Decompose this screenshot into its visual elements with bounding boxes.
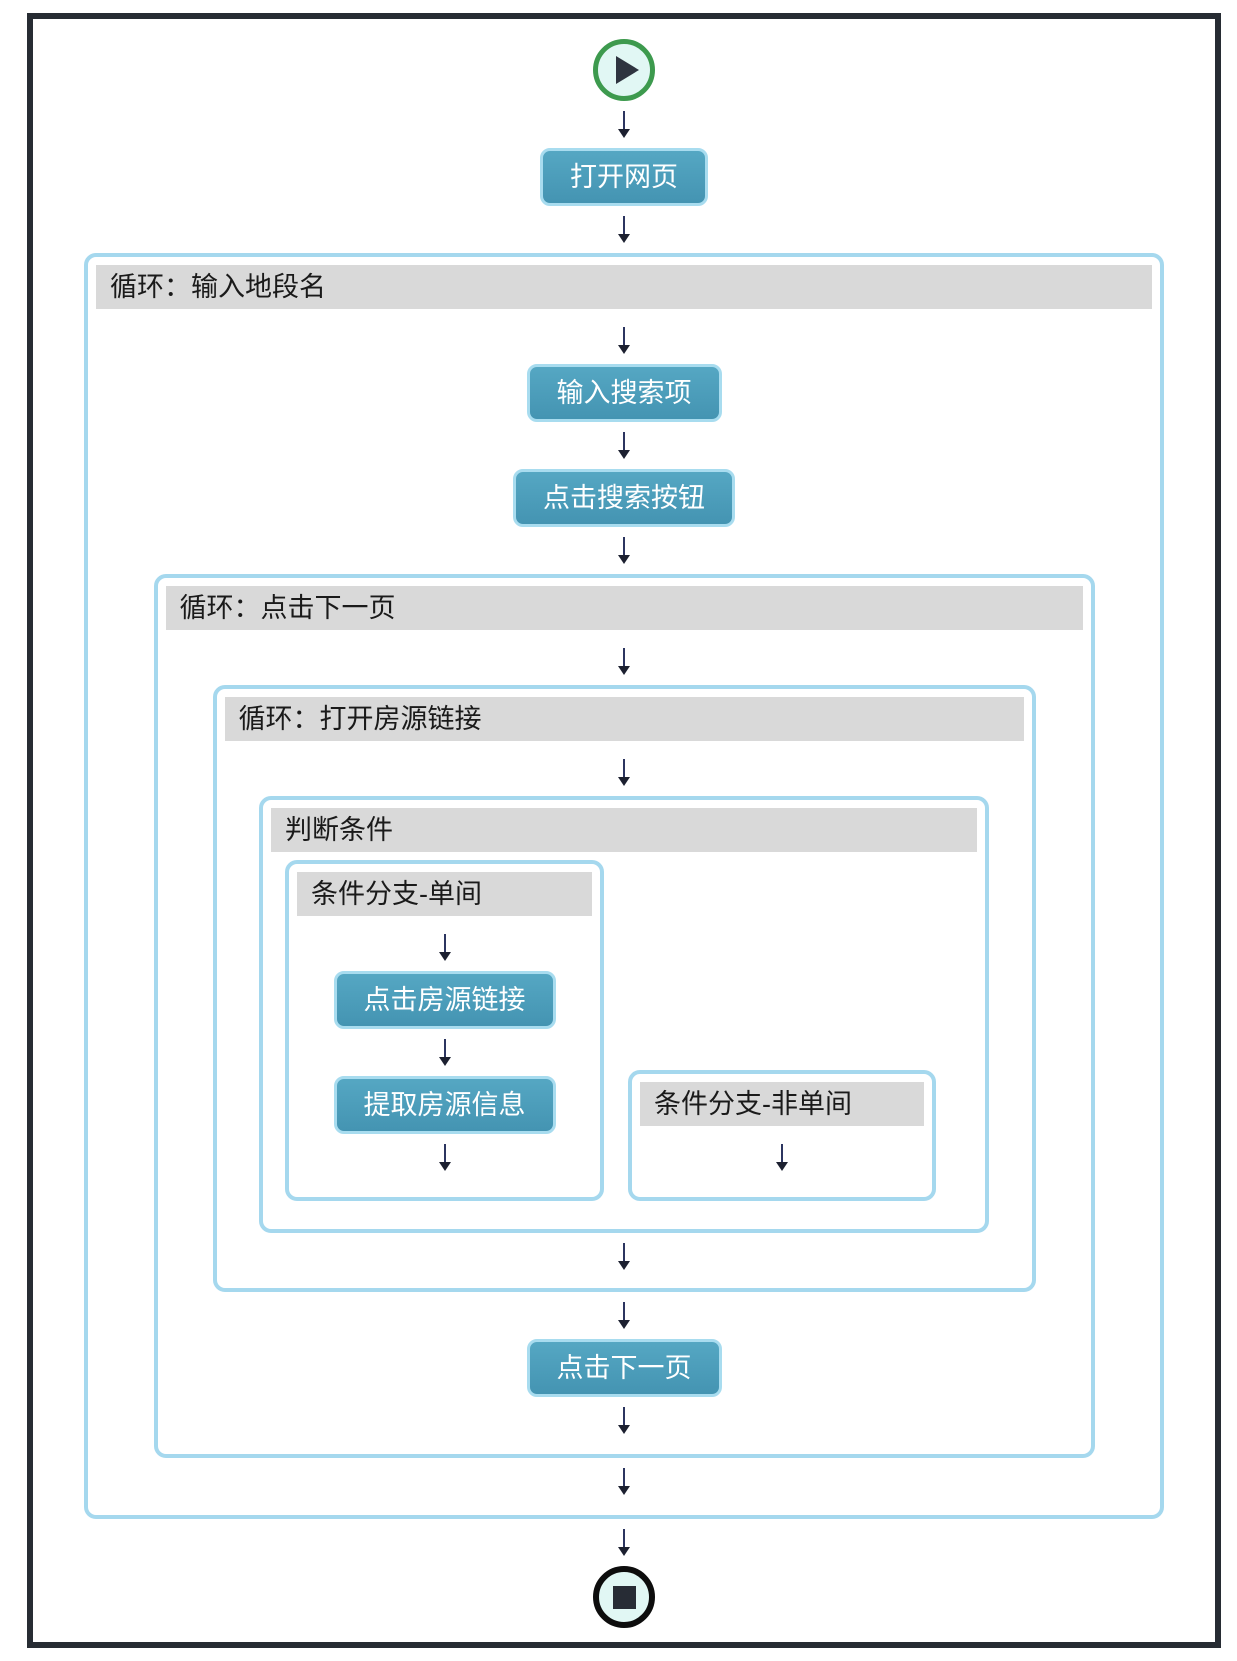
step-extract-listing-info[interactable]: 提取房源信息 <box>333 1076 556 1134</box>
step-click-listing-link[interactable]: 点击房源链接 <box>333 971 556 1029</box>
arrow-down-icon <box>618 759 630 786</box>
step-open-page[interactable]: 打开网页 <box>540 148 708 206</box>
arrow-down-icon <box>618 1243 630 1270</box>
branch-single-room-header[interactable]: 条件分支-单间 <box>297 872 592 916</box>
arrow-down-icon <box>438 1144 451 1171</box>
step-click-search-button[interactable]: 点击搜索按钮 <box>513 469 735 527</box>
arrow-down-icon <box>618 1529 630 1556</box>
arrow-down-icon <box>618 1468 630 1495</box>
loop-open-listing-links-header[interactable]: 循环：打开房源链接 <box>224 697 1024 741</box>
loop-click-next-page: 循环：点击下一页 循环：打开房源链接 判断条件 条件分支-单间 点击房源链接 <box>153 574 1095 1458</box>
condition-container: 判断条件 条件分支-单间 点击房源链接 提取房源信息 <box>259 796 989 1233</box>
arrow-down-icon <box>618 1407 630 1434</box>
arrow-down-icon <box>618 327 630 354</box>
arrow-down-icon <box>618 537 630 564</box>
start-node[interactable] <box>593 39 655 101</box>
loop-input-district: 循环：输入地段名 输入搜索项 点击搜索按钮 循环：点击下一页 循环：打开房源链接… <box>84 253 1164 1519</box>
branch-not-single-room-header[interactable]: 条件分支-非单间 <box>640 1082 924 1126</box>
arrow-down-icon <box>618 648 630 675</box>
condition-branches: 条件分支-单间 点击房源链接 提取房源信息 条件分支-非单间 <box>263 860 985 1229</box>
branch-not-single-room: 条件分支-非单间 <box>628 1070 936 1201</box>
loop-input-district-header[interactable]: 循环：输入地段名 <box>96 265 1152 309</box>
arrow-down-icon <box>618 111 630 138</box>
branch-single-room: 条件分支-单间 点击房源链接 提取房源信息 <box>285 860 604 1201</box>
end-node[interactable] <box>593 1566 655 1628</box>
step-input-search[interactable]: 输入搜索项 <box>526 364 722 422</box>
arrow-down-icon <box>618 1302 630 1329</box>
diagram-frame: 打开网页 循环：输入地段名 输入搜索项 点击搜索按钮 循环：点击下一页 循环：打… <box>27 13 1221 1648</box>
loop-click-next-page-header[interactable]: 循环：点击下一页 <box>165 586 1083 630</box>
condition-header[interactable]: 判断条件 <box>271 808 977 852</box>
stop-icon <box>612 1585 636 1609</box>
loop-open-listing-links: 循环：打开房源链接 判断条件 条件分支-单间 点击房源链接 提取房源信息 <box>212 685 1036 1292</box>
arrow-down-icon <box>618 216 630 243</box>
step-click-next-page[interactable]: 点击下一页 <box>526 1339 722 1397</box>
arrow-down-icon <box>438 1039 451 1066</box>
arrow-down-icon <box>438 934 451 961</box>
workflow-flow: 打开网页 循环：输入地段名 输入搜索项 点击搜索按钮 循环：点击下一页 循环：打… <box>33 19 1215 1642</box>
arrow-down-icon <box>776 1144 788 1171</box>
arrow-down-icon <box>618 432 630 459</box>
play-icon <box>615 56 639 84</box>
